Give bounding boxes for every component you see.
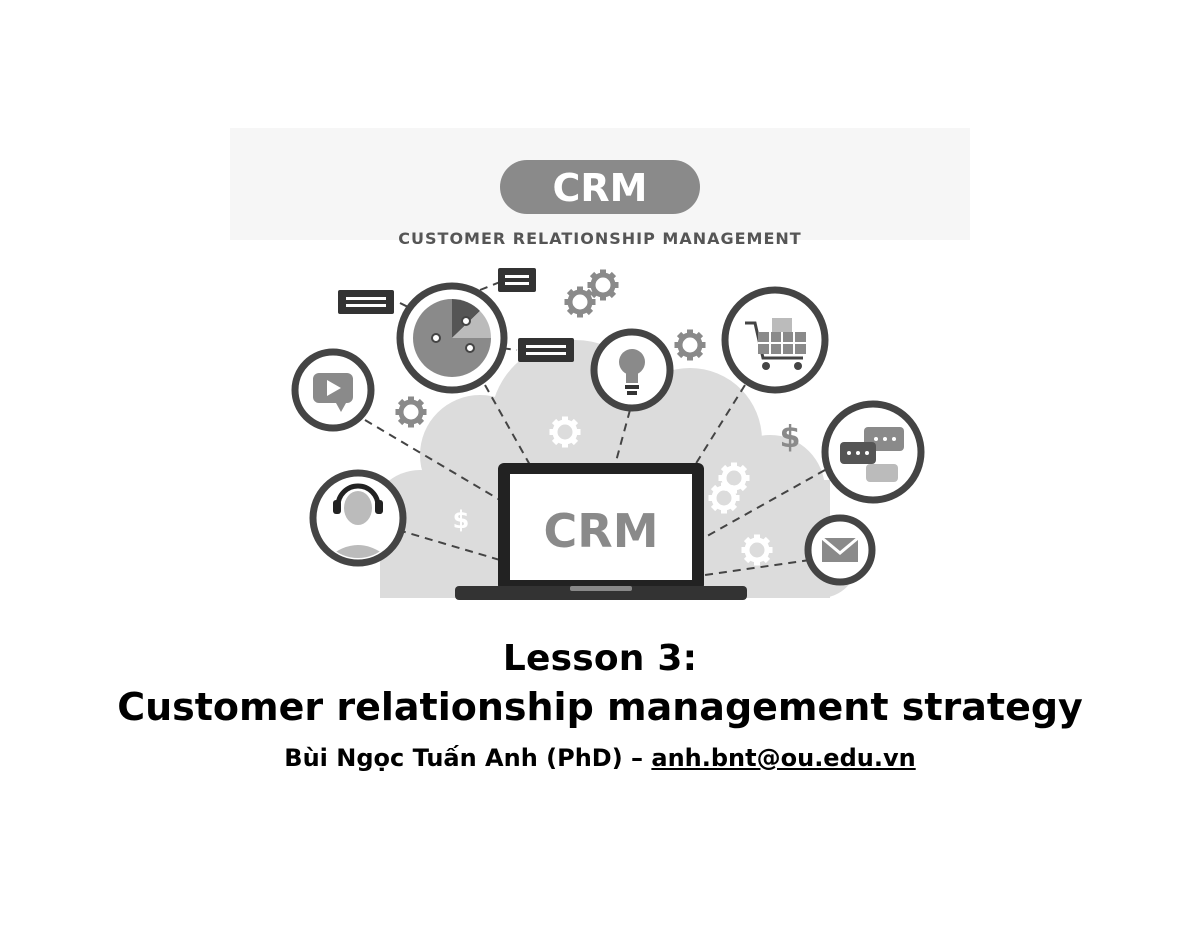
crm-badge: CRM [500,160,700,214]
crm-badge-text: CRM [553,166,648,210]
lesson-title: Customer relationship management strateg… [117,685,1083,729]
crm-illustration: CRM CUSTOMER RELATIONSHIP MANAGEMENT [291,160,925,600]
lesson-number: Lesson 3: [502,638,698,679]
gear-icon [565,287,595,317]
laptop-screen-text: CRM [544,504,659,558]
title-block: Lesson 3: Customer relationship manageme… [0,636,1200,774]
author-email-link[interactable]: anh.bnt@ou.edu.vn [651,744,916,772]
callout-tag [518,338,574,362]
author-line: Bùi Ngọc Tuấn Anh (PhD) – anh.bnt@ou.edu… [0,742,1200,774]
laptop-icon: CRM [455,463,747,600]
dollar-icon: $ [780,420,801,455]
video-play-icon [291,348,375,432]
headset-agent-icon [309,469,407,567]
callout-tag [498,268,536,292]
banner-subtitle: CUSTOMER RELATIONSHIP MANAGEMENT [398,229,801,248]
chat-bubbles-icon [821,400,925,504]
gear-icon [675,330,705,360]
author-name: Bùi Ngọc Tuấn Anh (PhD) – [284,744,652,772]
gear-icon [588,270,618,300]
lightbulb-icon [590,328,674,412]
gear-icon [396,397,426,427]
dollar-icon: $ [453,506,470,534]
pie-chart-icon [396,282,508,394]
callout-tag [338,290,394,314]
shopping-cart-icon [721,286,829,394]
email-envelope-icon [804,514,876,586]
